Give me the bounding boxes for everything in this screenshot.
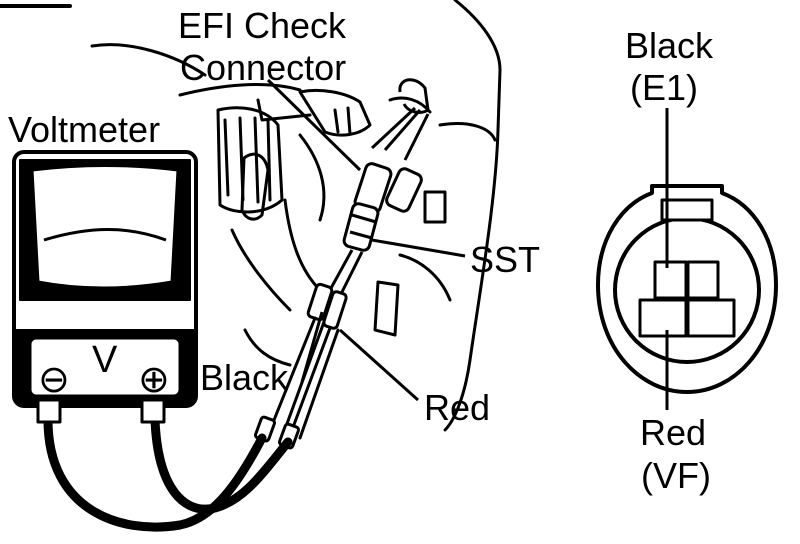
minus-terminal-icon: ⊖	[38, 359, 70, 401]
connector-face-view	[596, 184, 778, 394]
e1-black-label-line1: Black	[625, 25, 714, 66]
volt-symbol: V	[92, 339, 118, 381]
efi-label-line2: Connector	[180, 47, 346, 88]
sst-label: SST	[470, 239, 540, 280]
vf-red-label-line2: (VF)	[641, 455, 711, 496]
leader-lines	[266, 78, 466, 402]
meter-cables	[43, 415, 293, 532]
e1-black-label-line2: (E1)	[630, 67, 698, 108]
engine-sketch	[0, 0, 502, 432]
efi-label-line1: EFI Check	[178, 5, 347, 46]
plus-terminal-icon: ⊕	[138, 359, 170, 401]
test-probes	[306, 282, 348, 330]
black-lead-label: Black	[200, 357, 289, 398]
efi-check-connector	[328, 78, 430, 293]
vf-red-label-line1: Red	[640, 412, 706, 453]
voltmeter-label: Voltmeter	[8, 109, 160, 150]
meter-face-panel	[28, 336, 182, 398]
red-lead-label: Red	[424, 387, 490, 428]
